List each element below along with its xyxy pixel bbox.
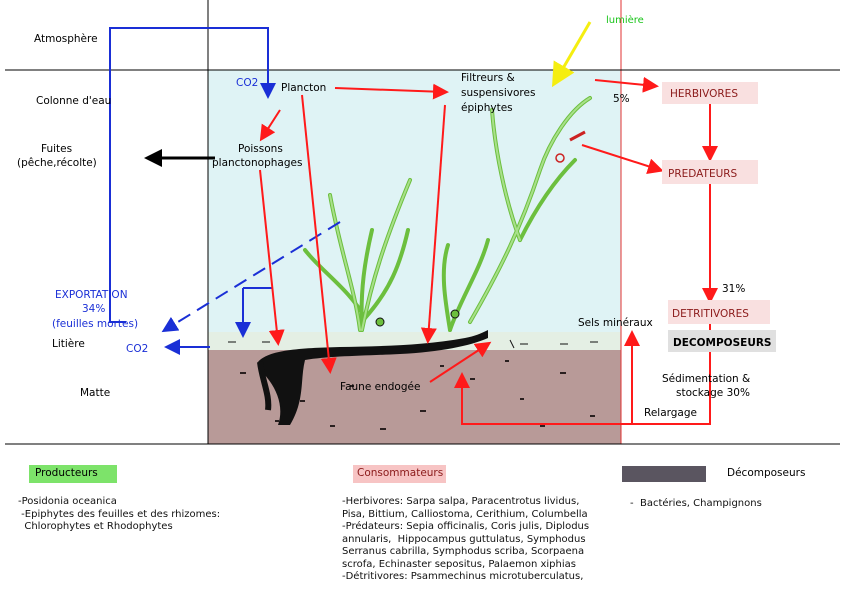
- light-label: lumière: [606, 14, 644, 26]
- light-arrow: [551, 21, 592, 88]
- red-flows: [259, 76, 718, 425]
- sediment-texture: [240, 360, 595, 430]
- co2-top-label: CO2: [236, 77, 258, 89]
- plankton-label: Plancton: [281, 82, 326, 94]
- fish-label-line2: planctonophages: [212, 157, 302, 169]
- epiphyte-red: [555, 153, 565, 163]
- litter-marks: [228, 339, 598, 349]
- decomposers-list: - Bactéries, Champignons: [630, 498, 762, 509]
- epiphyte-bulb: [375, 317, 385, 327]
- epiphyte-red-blade: [569, 130, 586, 142]
- decomposers-label: DECOMPOSEURS: [673, 337, 772, 349]
- decomposers-chip: [622, 466, 706, 482]
- sedimentation-label-line1: Sédimentation &: [662, 373, 750, 385]
- predators-label: PREDATEURS: [668, 168, 738, 180]
- consumers-list: -Herbivores: Sarpa salpa, Paracentrotus …: [342, 496, 590, 582]
- layer-atmosphere-label: Atmosphère: [34, 33, 98, 45]
- producers-chip-label: Producteurs: [35, 467, 98, 479]
- layer-litter-label: Litière: [52, 338, 85, 350]
- seagrass-fill: [329, 97, 591, 331]
- consumers-chip: Consommateurs: [353, 465, 446, 483]
- rhizome: [258, 330, 488, 425]
- producers-list: -Posidonia oceanica -Epiphytes des feuil…: [18, 496, 221, 532]
- export-label-line2: 34%: [82, 303, 105, 315]
- filter-feeders-label-line1: Filtreurs &: [461, 72, 515, 84]
- litter-band: [208, 332, 621, 352]
- co2-bottom-label: CO2: [126, 343, 148, 355]
- minerals-label: Sels minéraux: [578, 317, 653, 329]
- layer-matte-label: Matte: [80, 387, 110, 399]
- leaks-label-line1: Fuites: [41, 143, 72, 155]
- water-column-area: [208, 70, 621, 345]
- epiphyte-bulb: [450, 309, 460, 319]
- export-label-line1: EXPORTATION: [55, 289, 128, 301]
- detritivores-label: DETRITIVORES: [672, 308, 749, 320]
- percent-31-label: 31%: [722, 283, 745, 295]
- producers-chip: Producteurs: [29, 465, 117, 483]
- decomposers-box: [668, 330, 776, 352]
- root-fragment: [257, 361, 272, 411]
- percent-5-label: 5%: [613, 93, 630, 105]
- detritivores-box: [668, 300, 770, 324]
- layer-water-column-label: Colonne d'eau: [36, 95, 111, 107]
- filter-feeders-label-line2: suspensivores: [461, 87, 535, 99]
- filter-feeders-label-line3: épiphytes: [461, 102, 513, 114]
- herbivores-label: HERBIVORES: [670, 88, 738, 100]
- release-label: Relargage: [644, 407, 697, 419]
- leaks-label-line2: (pêche,récolte): [17, 157, 97, 169]
- consumers-chip-label: Consommateurs: [357, 467, 444, 479]
- fish-label-line1: Poissons: [238, 143, 283, 155]
- export-label-line3: (feuilles mortes): [52, 318, 138, 330]
- co2-atmosphere-flow: [109, 27, 276, 323]
- predators-box: [662, 160, 758, 184]
- decomposers-chip-label: Décomposeurs: [727, 467, 806, 479]
- export-flow-dashed: [161, 221, 341, 333]
- infauna-label: Faune endogée: [340, 381, 420, 393]
- herbivores-box: [662, 82, 758, 104]
- sedimentation-label-line2: stockage 30%: [676, 387, 750, 399]
